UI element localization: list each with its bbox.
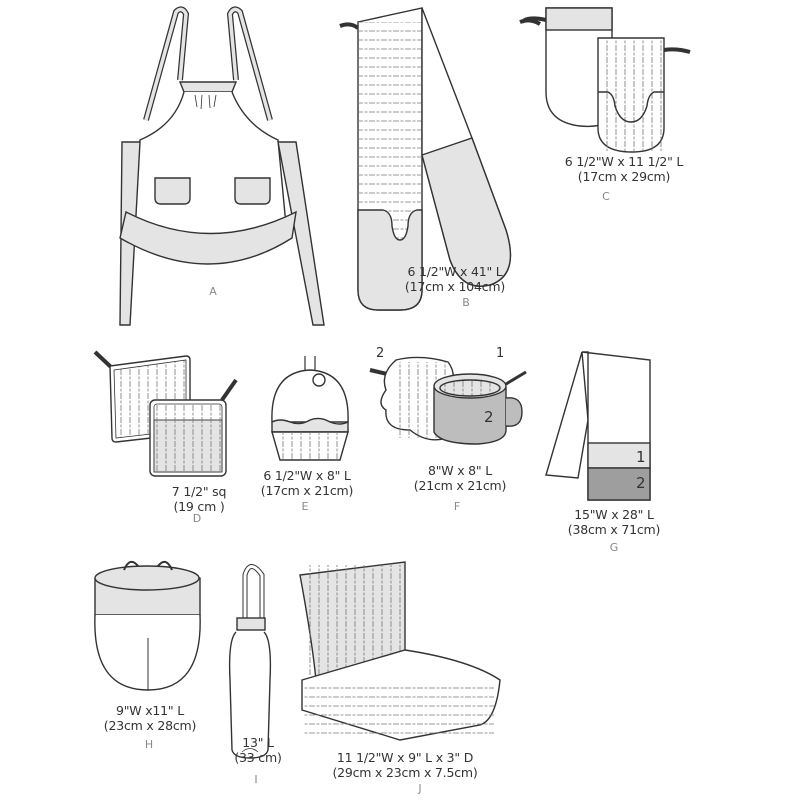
towel-illustration — [545, 351, 651, 501]
size-i: 13" L (33 cm) — [234, 735, 281, 765]
callout-f-1: 1 — [496, 346, 505, 361]
apron-illustration — [119, 6, 325, 326]
size-d-imperial: 7 1/2" sq — [171, 484, 227, 499]
size-e: 6 1/2"W x 8" L (17cm x 21cm) — [260, 468, 354, 498]
mug-pot-holders-illustration — [369, 356, 527, 445]
callout-f-2-top: 2 — [376, 346, 385, 361]
size-d: 7 1/2" sq (19 cm ) — [171, 484, 227, 514]
view-label-e: E — [301, 500, 309, 513]
size-f-metric: (21cm x 21cm) — [413, 478, 507, 493]
size-c-imperial: 6 1/2"W x 11 1/2" L — [564, 154, 684, 169]
view-label-h: H — [144, 738, 154, 751]
size-f-imperial: 8"W x 8" L — [427, 463, 493, 478]
size-d-metric: (19 cm ) — [173, 499, 225, 514]
bag-holder-illustration — [228, 564, 272, 759]
size-e-imperial: 6 1/2"W x 8" L — [263, 468, 351, 483]
view-label-j: J — [418, 782, 422, 795]
pot-holders-illustration — [93, 350, 238, 477]
view-label-c: C — [602, 190, 610, 203]
size-i-imperial: 13" L — [242, 735, 274, 750]
chair-cushion-illustration — [299, 561, 501, 741]
size-b-imperial: 6 1/2"W x 41" L — [407, 264, 503, 279]
size-j-imperial: 11 1/2"W x 9" L x 3" D — [336, 750, 474, 765]
callout-g-2: 2 — [636, 474, 646, 492]
size-g: 15"W x 28" L (38cm x 71cm) — [567, 507, 661, 537]
view-label-i: I — [254, 773, 258, 786]
cupcake-pot-holder-illustration — [271, 356, 349, 461]
oven-mitts-illustration — [520, 7, 691, 153]
size-b: 6 1/2"W x 41" L (17cm x 104cm) — [405, 264, 505, 294]
size-i-metric: (33 cm) — [234, 750, 282, 765]
view-label-f: F — [453, 500, 461, 513]
view-label-a: A — [209, 285, 217, 298]
callout-f-2-mug: 2 — [484, 408, 494, 426]
view-label-d: D — [192, 512, 202, 525]
size-c: 6 1/2"W x 11 1/2" L (17cm x 29cm) — [564, 154, 684, 184]
view-label-g: G — [609, 541, 619, 554]
size-j: 11 1/2"W x 9" L x 3" D (29cm x 23cm x 7.… — [332, 750, 477, 780]
size-h-imperial: 9"W x11" L — [115, 703, 185, 718]
size-h-metric: (23cm x 28cm) — [103, 718, 197, 733]
double-oven-mitt-illustration — [339, 7, 542, 311]
view-label-b: B — [462, 296, 470, 309]
bowl-cover-illustration — [94, 560, 201, 691]
size-c-metric: (17cm x 29cm) — [577, 169, 671, 184]
size-g-imperial: 15"W x 28" L — [574, 507, 654, 522]
size-j-metric: (29cm x 23cm x 7.5cm) — [332, 765, 478, 780]
size-f: 8"W x 8" L (21cm x 21cm) — [413, 463, 507, 493]
size-e-metric: (17cm x 21cm) — [260, 483, 354, 498]
size-h: 9"W x11" L (23cm x 28cm) — [103, 703, 197, 733]
size-b-metric: (17cm x 104cm) — [404, 279, 506, 294]
callout-g-1: 1 — [636, 448, 646, 466]
size-g-metric: (38cm x 71cm) — [567, 522, 661, 537]
